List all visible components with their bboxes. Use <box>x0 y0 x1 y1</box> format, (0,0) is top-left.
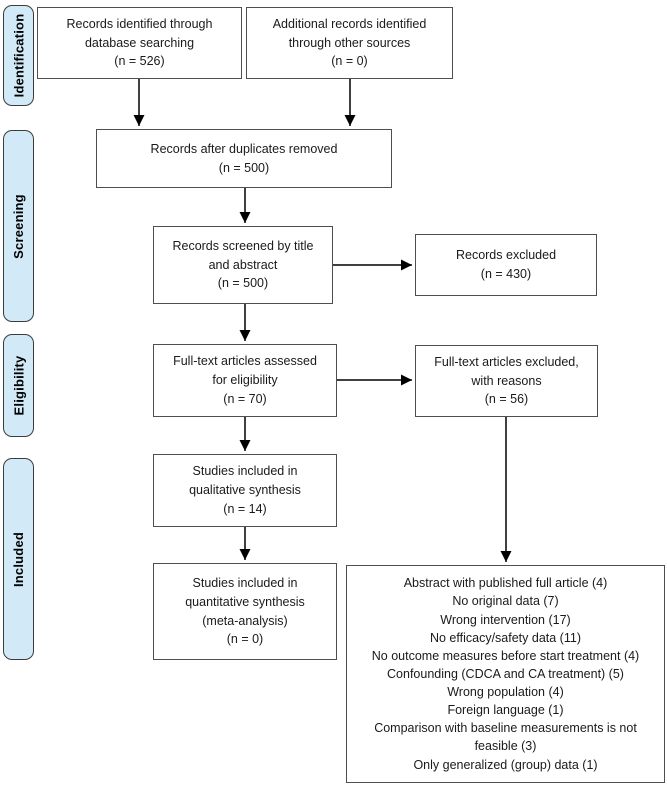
box-records-identified-database: Records identified through database sear… <box>37 7 242 79</box>
stage-eligibility: Eligibility <box>3 334 34 437</box>
stage-screening: Screening <box>3 130 34 322</box>
stage-included-label: Included <box>11 531 26 587</box>
box-quantitative-synthesis: Studies included in quantitative synthes… <box>153 563 337 660</box>
stage-eligibility-label: Eligibility <box>11 355 27 416</box>
box-fulltext-assessed: Full-text articles assessed for eligibil… <box>153 344 337 417</box>
box-additional-records-other-sources: Additional records identified through ot… <box>246 7 453 79</box>
box-records-after-duplicates-removed: Records after duplicates removed (n = 50… <box>96 129 392 188</box>
box-records-excluded: Records excluded (n = 430) <box>415 234 597 296</box>
box-qualitative-synthesis: Studies included in qualitative synthesi… <box>153 454 337 527</box>
stage-identification-label: Identification <box>11 13 27 98</box>
stage-screening-label: Screening <box>11 193 26 259</box>
box-fulltext-excluded: Full-text articles excluded, with reason… <box>415 345 598 417</box>
box-records-screened: Records screened by title and abstract (… <box>153 226 333 304</box>
stage-identification: Identification <box>3 5 34 106</box>
box-exclusion-reasons: Abstract with published full article (4)… <box>346 565 665 783</box>
stage-included: Included <box>3 458 34 660</box>
